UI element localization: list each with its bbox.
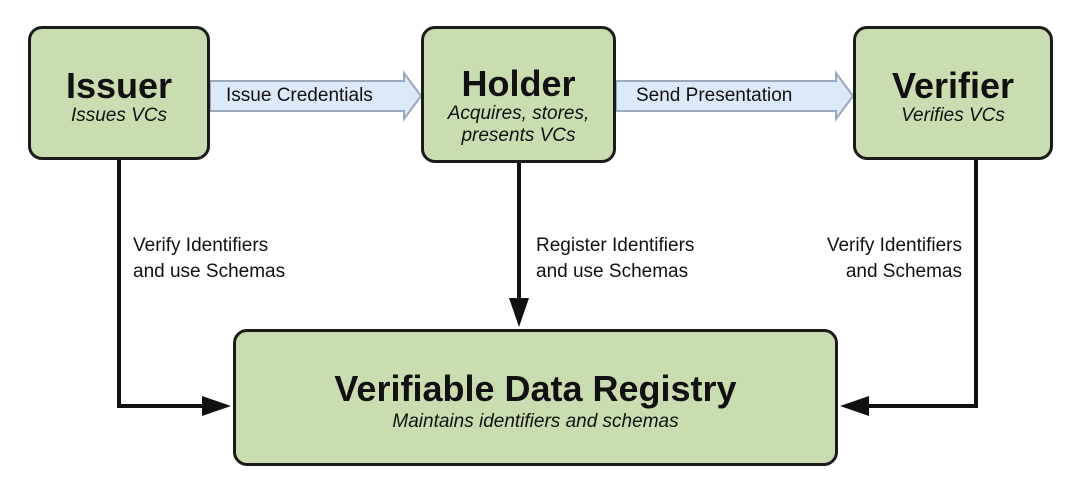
verifier-box: Verifier Verifies VCs	[853, 26, 1053, 160]
send-presentation-arrow	[615, 69, 855, 123]
issue-credentials-label: Issue Credentials	[226, 85, 373, 106]
issuer-registry-connector	[117, 160, 205, 408]
verifier-registry-arrowhead	[840, 396, 869, 416]
issue-credentials-arrow	[209, 69, 423, 123]
issuer-subtitle: Issues VCs	[70, 105, 168, 126]
holder-registry-arrowhead	[509, 298, 529, 327]
issuer-registry-arrowhead	[202, 396, 231, 416]
verifier-registry-connector	[866, 160, 978, 408]
registry-box: Verifiable Data Registry Maintains ident…	[233, 329, 838, 466]
send-presentation-label: Send Presentation	[636, 85, 793, 106]
holder-box: Holder Acquires, stores, presents VCs	[421, 26, 616, 163]
holder-registry-label-line2: and use Schemas	[536, 261, 689, 282]
issuer-registry-label: Verify Identifiers and use Schemas	[133, 233, 285, 285]
holder-subtitle-line2: presents VCs	[461, 125, 576, 146]
holder-title: Holder	[461, 63, 576, 104]
registry-subtitle: Maintains identifiers and schemas	[392, 411, 679, 432]
issuer-title: Issuer	[65, 65, 173, 106]
verifier-subtitle: Verifies VCs	[901, 105, 1005, 126]
registry-title: Verifiable Data Registry	[334, 368, 737, 409]
issuer-registry-label-line1: Verify Identifiers	[133, 235, 269, 256]
issuer-registry-label-line2: and use Schemas	[133, 261, 286, 282]
holder-registry-label-line1: Register Identifiers	[536, 235, 695, 256]
verifier-registry-label-line2: and Schemas	[845, 261, 962, 282]
verifier-registry-label: Verify Identifiers and Schemas	[770, 233, 962, 285]
holder-subtitle-line1: Acquires, stores,	[447, 103, 590, 124]
verifier-title: Verifier	[891, 65, 1015, 106]
issuer-box: Issuer Issues VCs	[28, 26, 210, 160]
verifier-registry-label-line1: Verify Identifiers	[826, 235, 962, 256]
holder-registry-label: Register Identifiers and use Schemas	[536, 233, 694, 285]
